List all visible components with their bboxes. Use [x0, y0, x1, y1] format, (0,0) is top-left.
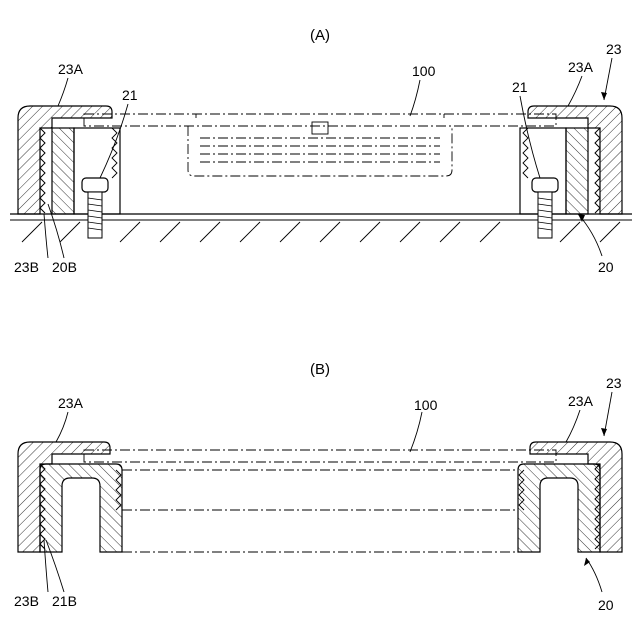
label-base: 20 [598, 259, 614, 275]
arrowhead-cap-a [601, 92, 607, 100]
label-thread-cap: 23B [14, 593, 39, 609]
panel-a: (A) [10, 27, 632, 275]
label-fastener-right: 21 [512, 79, 528, 95]
label-cap-assembly: 23 [606, 375, 622, 391]
right-cap-b [518, 442, 622, 552]
object-100-a [84, 114, 556, 176]
label-cap-left: 23A [58, 61, 84, 77]
label-base: 20 [598, 597, 614, 613]
label-cap-assembly: 23 [606, 41, 622, 57]
arrowhead-cap [601, 428, 607, 436]
label-thread-base: 20B [52, 259, 77, 275]
left-cap-a [18, 106, 120, 238]
label-object: 100 [414, 397, 438, 413]
label-thread-base: 21B [52, 593, 77, 609]
label-cap-left: 23A [58, 395, 84, 411]
label-fastener-left: 21 [122, 87, 138, 103]
object-100-b [84, 450, 556, 552]
arrowhead-base [584, 558, 590, 566]
label-thread-cap: 23B [14, 259, 39, 275]
label-object: 100 [412, 63, 436, 79]
left-cap-b [18, 442, 122, 552]
panel-b-caption: (B) [310, 361, 330, 378]
panel-b: (B) [14, 361, 622, 613]
panel-a-caption: (A) [310, 27, 330, 44]
label-cap-right: 23A [568, 59, 594, 75]
label-cap-right: 23A [568, 393, 594, 409]
